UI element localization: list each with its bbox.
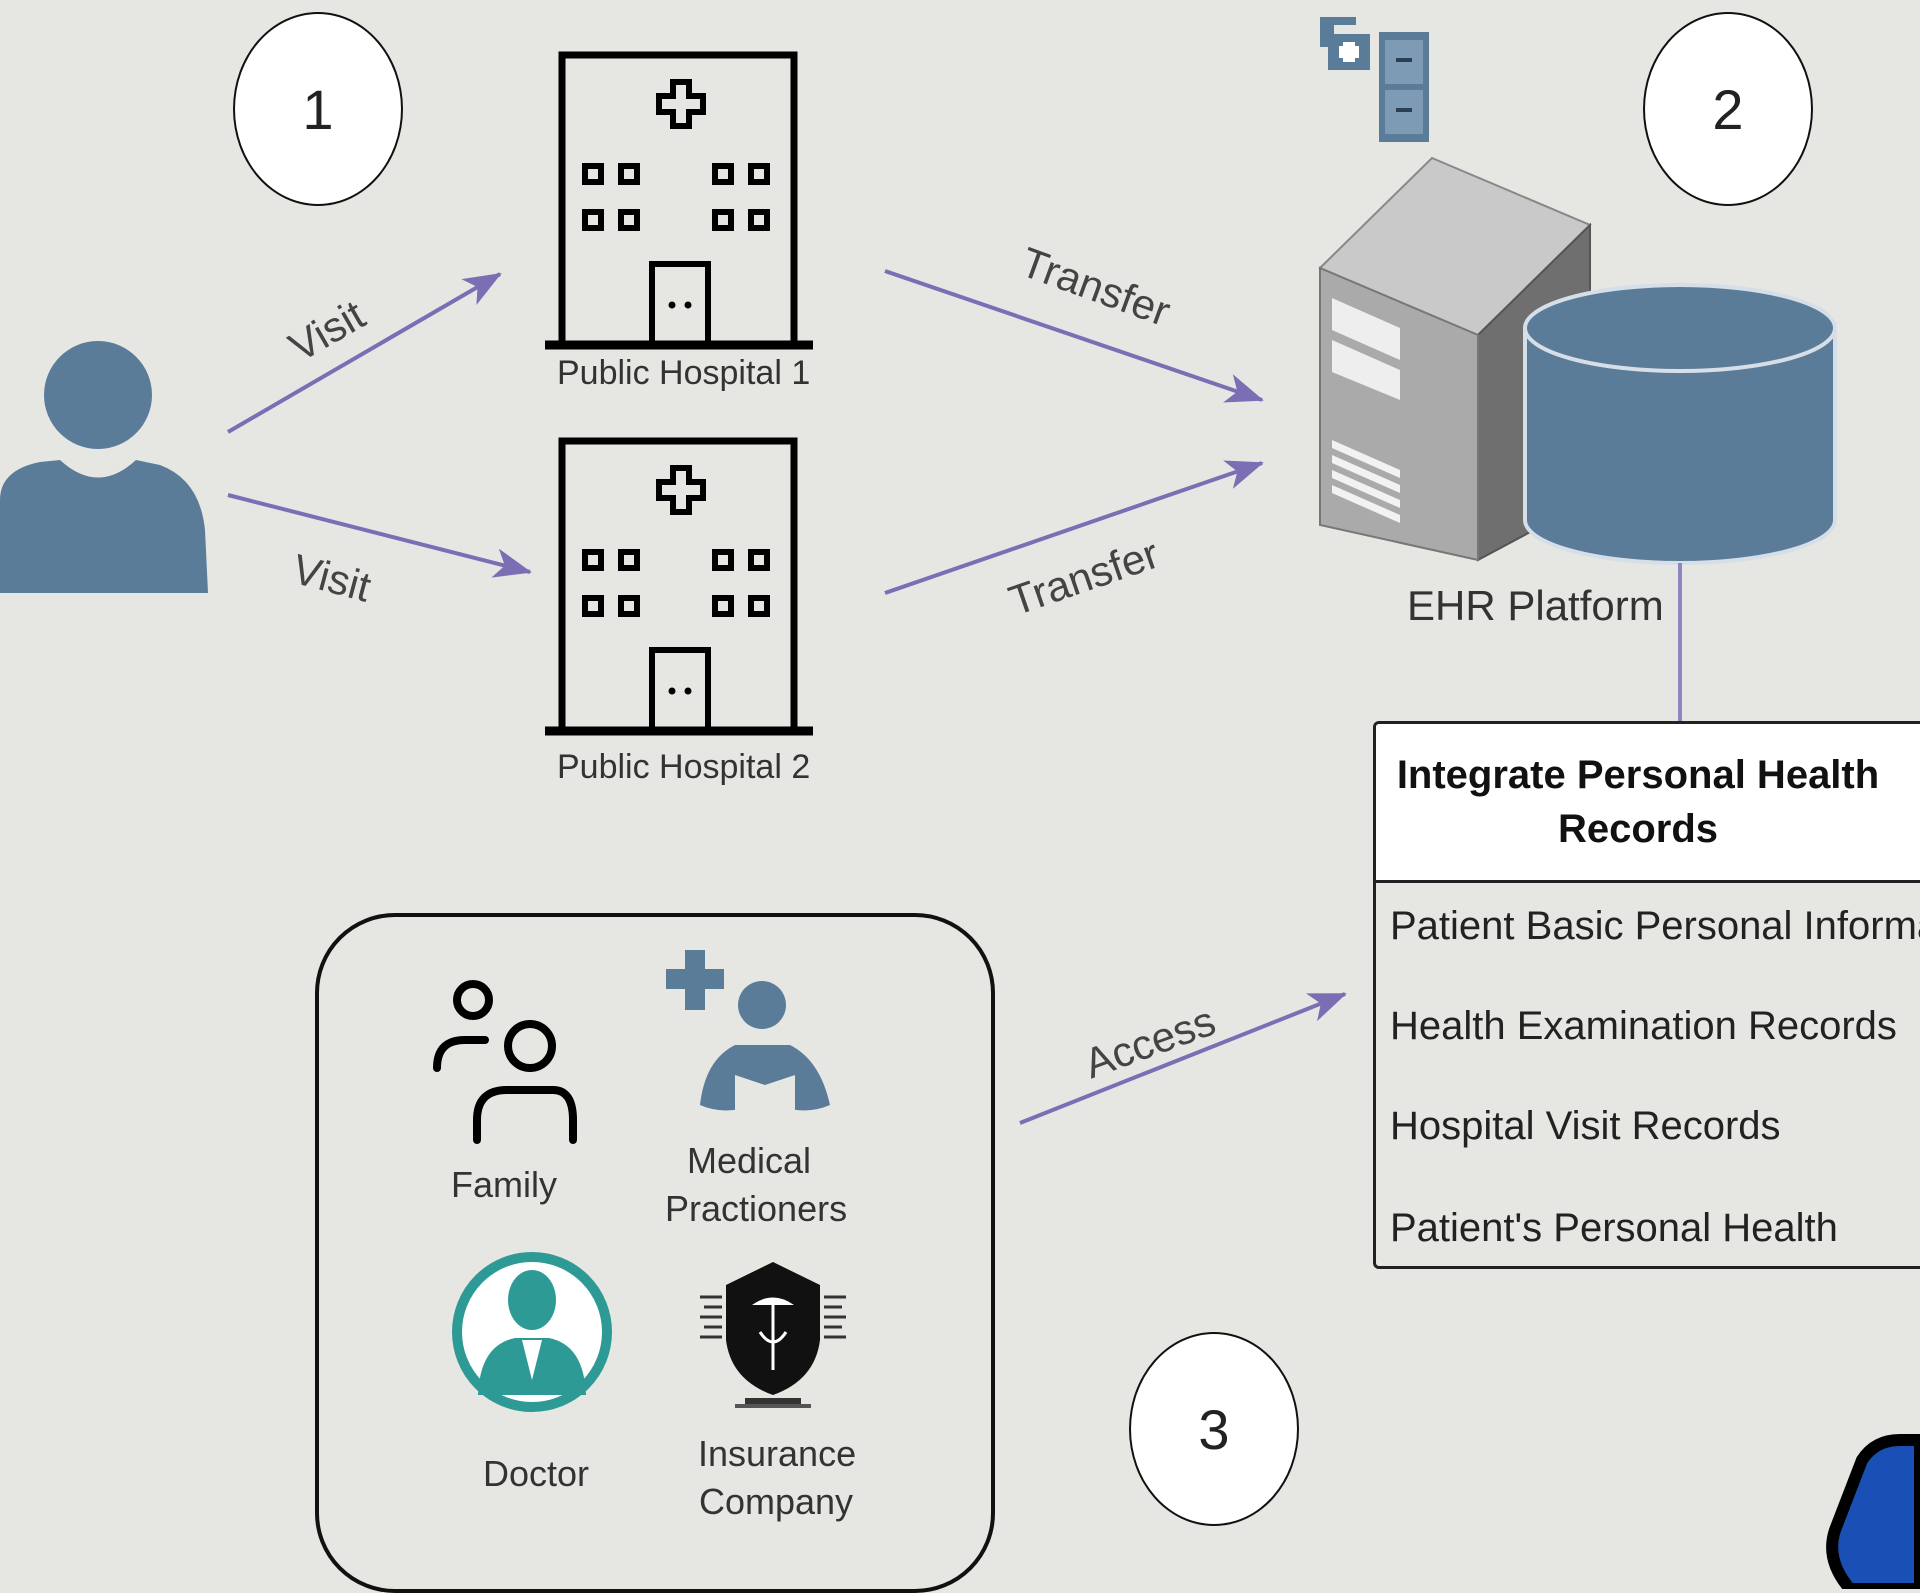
hospital-1-icon — [545, 51, 813, 350]
transfer-arrow-1 — [884, 269, 1264, 403]
ehr-platform-label: EHR Platform — [1407, 582, 1664, 629]
insurance-shield-icon — [700, 1262, 846, 1408]
family-icon — [433, 980, 577, 1144]
patient-icon — [0, 341, 208, 593]
records-row-health-exam: Health Examination Records — [1390, 1004, 1897, 1048]
records-row-hospital-visit: Hospital Visit Records — [1390, 1104, 1781, 1148]
access-arrow — [1019, 992, 1347, 1125]
file-cabinet-icon — [1320, 17, 1429, 142]
server-icon — [1318, 156, 1592, 562]
corner-badge-icon — [1826, 1434, 1920, 1589]
records-row-personal-health: Patient's Personal Health — [1390, 1206, 1838, 1250]
family-label: Family — [451, 1164, 557, 1205]
visit-arrow-1 — [226, 272, 502, 434]
records-table: Integrate Personal Health Records Patien… — [1373, 721, 1920, 1269]
doctor-icon — [452, 1252, 612, 1412]
step-1-marker: 1 — [233, 12, 403, 206]
hospital-2-label: Public Hospital 2 — [557, 748, 811, 786]
hospital-1-label: Public Hospital 1 — [557, 354, 811, 392]
visit-arrow-2 — [227, 493, 532, 578]
doctor-label: Doctor — [483, 1453, 590, 1494]
step-2-marker: 2 — [1643, 12, 1813, 206]
records-table-title: Integrate Personal Health Records — [1376, 724, 1920, 883]
hospital-2-icon — [545, 437, 813, 736]
database-icon — [1523, 283, 1837, 565]
medical-practitioner-icon — [666, 950, 830, 1128]
insurance-company-label: Insurance Company — [698, 1433, 857, 1522]
step-3-marker: 3 — [1129, 1332, 1299, 1526]
medical-practitioners-label: Medical Practioners — [665, 1140, 848, 1229]
transfer-arrow-2 — [884, 460, 1264, 595]
records-row-basic-info: Patient Basic Personal Information — [1390, 904, 1920, 948]
stakeholder-group — [315, 913, 995, 1593]
